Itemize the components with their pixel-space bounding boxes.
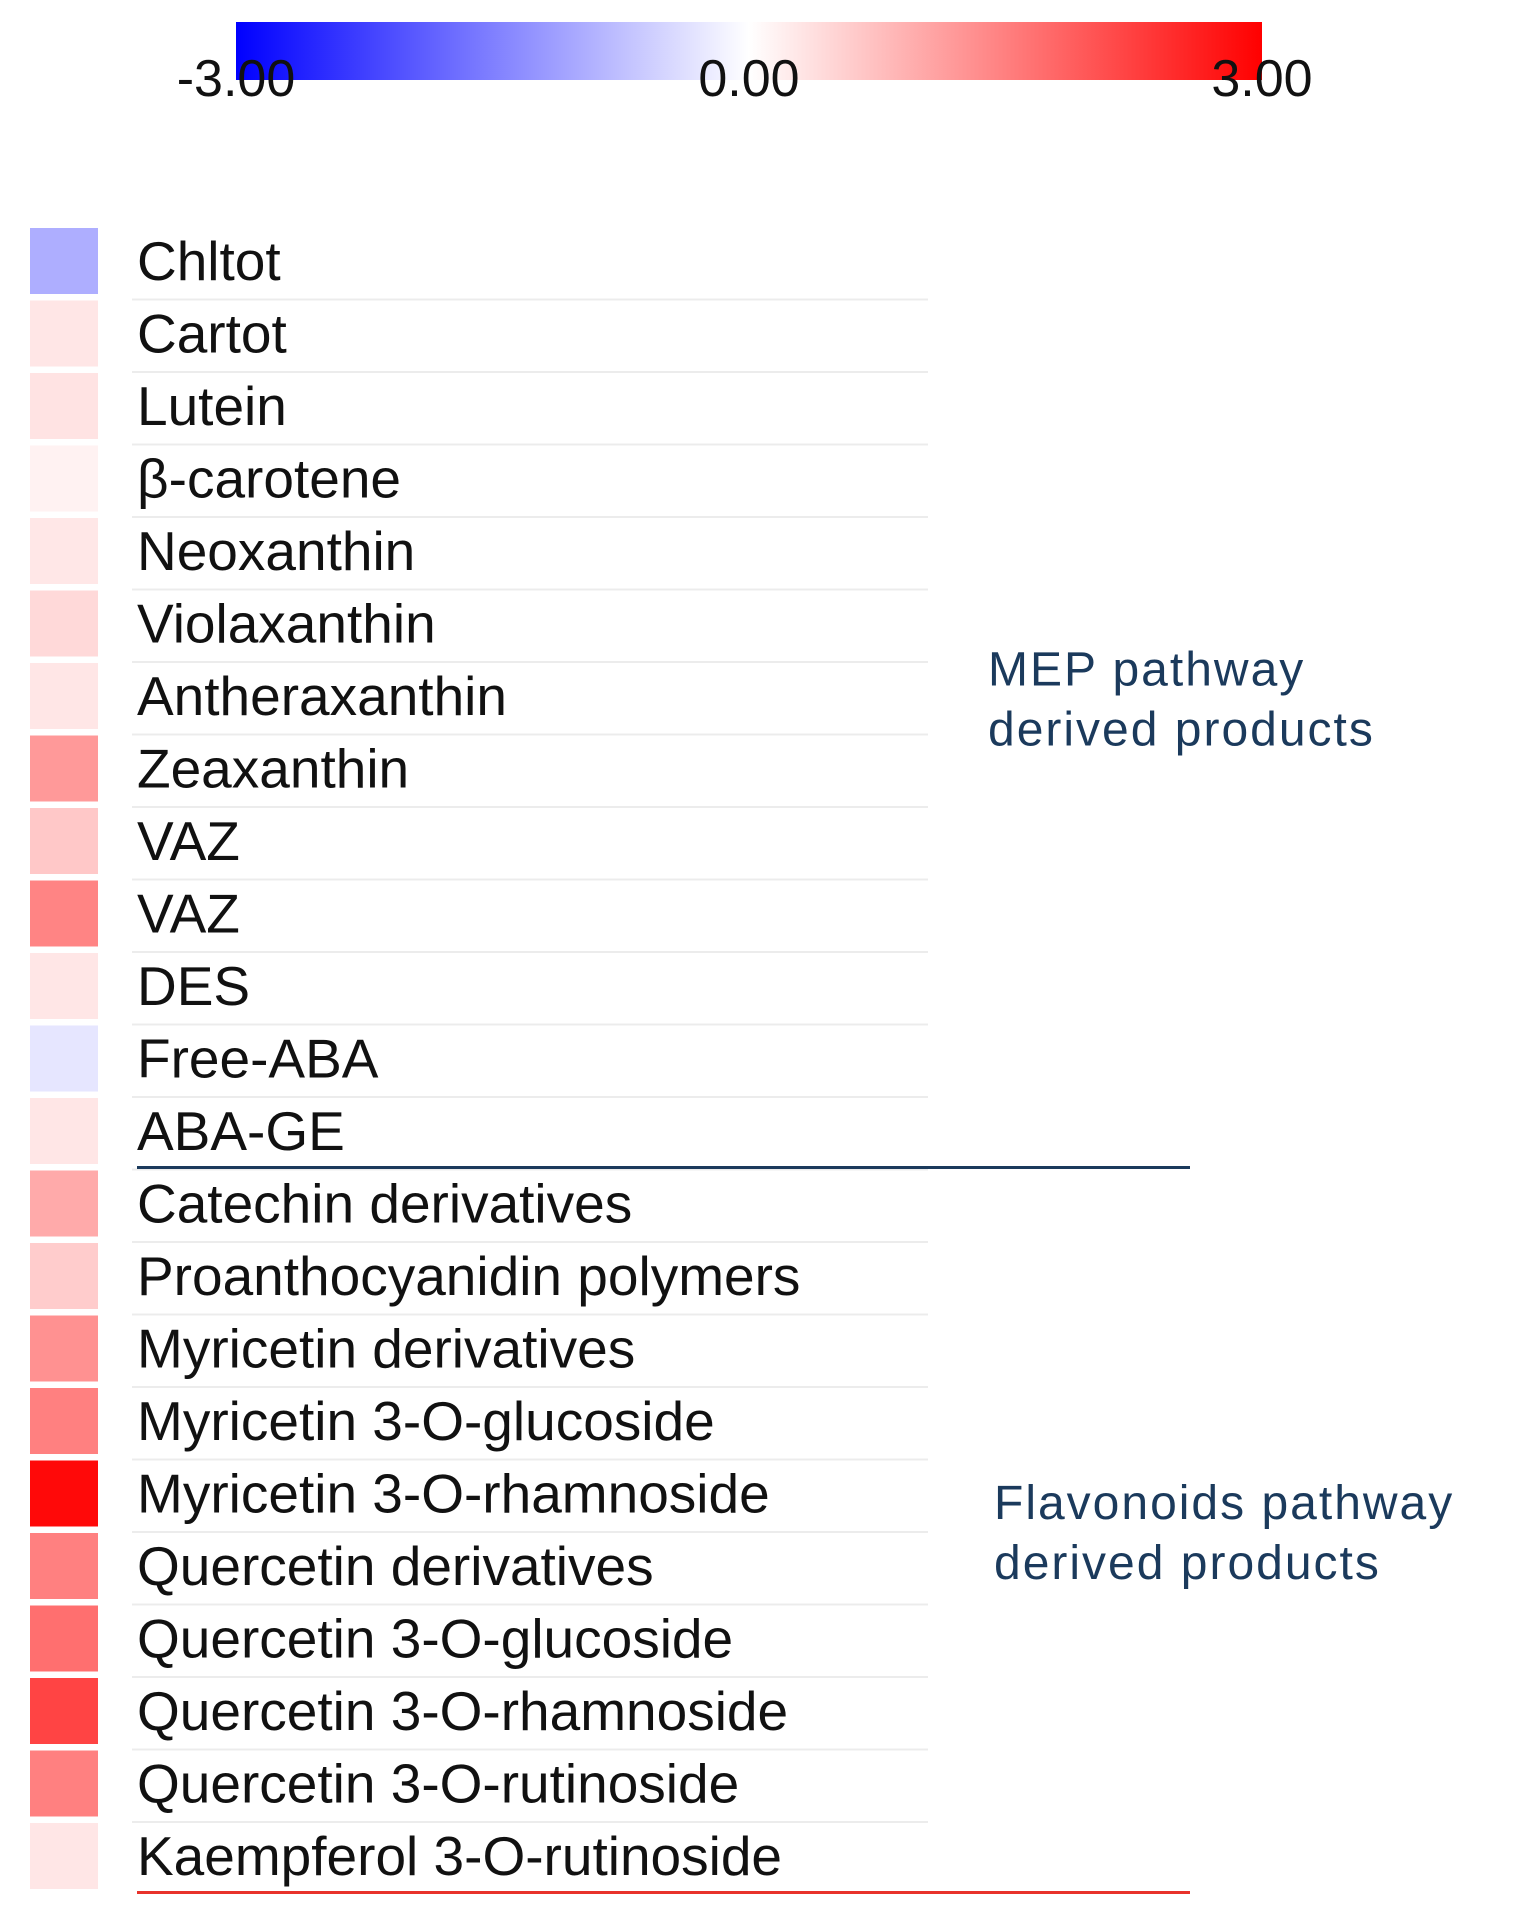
- group-label: derived products: [994, 1537, 1381, 1590]
- row-label: Quercetin 3-O-rutinoside: [137, 1753, 739, 1815]
- heatmap-cell: [30, 1315, 98, 1382]
- heatmap-cell: [30, 1605, 98, 1672]
- colorbar: [236, 22, 1262, 80]
- row-label: Violaxanthin: [137, 593, 436, 655]
- heatmap-cell: [30, 1460, 98, 1527]
- heatmap-cell: [30, 228, 98, 294]
- heatmap-cell: [30, 1025, 98, 1092]
- row-label: Free-ABA: [137, 1028, 379, 1090]
- group-label: Flavonoids pathway: [994, 1477, 1454, 1530]
- row-label: Antheraxanthin: [137, 665, 507, 727]
- heatmap-cell: [30, 373, 98, 439]
- heatmap-cell: [30, 1533, 98, 1599]
- heatmap-cell: [30, 1750, 98, 1817]
- row-label: Proanthocyanidin polymers: [137, 1245, 800, 1307]
- heatmap-cell: [30, 808, 98, 874]
- row-label: DES: [137, 955, 250, 1017]
- row-label: ABA-GE: [137, 1100, 345, 1162]
- row-label: Zeaxanthin: [137, 738, 409, 800]
- heatmap-cell: [30, 590, 98, 657]
- row-label: Neoxanthin: [137, 520, 415, 582]
- row-label: Myricetin derivatives: [137, 1318, 635, 1380]
- heatmap-cell: [30, 1678, 98, 1744]
- heatmap-cell: [30, 1098, 98, 1164]
- row-label: Myricetin 3-O-rhamnoside: [137, 1463, 770, 1525]
- heatmap-cell: [30, 1823, 98, 1889]
- row-label: Myricetin 3-O-glucoside: [137, 1390, 715, 1452]
- group-label: derived products: [988, 703, 1375, 756]
- heatmap-cell: [30, 880, 98, 947]
- row-label: Cartot: [137, 303, 287, 365]
- heatmap-cell: [30, 953, 98, 1019]
- colorbar-tick-min: -3.00: [177, 50, 296, 108]
- group-label: MEP pathway: [988, 643, 1305, 696]
- heatmap-cell: [30, 518, 98, 584]
- heatmap-cell: [30, 1170, 98, 1237]
- row-label: Lutein: [137, 375, 287, 437]
- row-label: Catechin derivatives: [137, 1173, 632, 1235]
- heatmap-cell: [30, 735, 98, 802]
- row-label: Quercetin 3-O-rhamnoside: [137, 1680, 788, 1742]
- heatmap-cell: [30, 1388, 98, 1454]
- row-label: Quercetin 3-O-glucoside: [137, 1608, 733, 1670]
- row-label: VAZ: [137, 883, 240, 945]
- heatmap-cell: [30, 1243, 98, 1309]
- row-label: Quercetin derivatives: [137, 1535, 654, 1597]
- heatmap-cell: [30, 300, 98, 367]
- colorbar-tick-mid: 0.00: [698, 50, 799, 108]
- row-label: Chltot: [137, 230, 281, 292]
- heatmap-cell: [30, 663, 98, 729]
- row-label: VAZ: [137, 810, 240, 872]
- row-label: β-carotene: [137, 448, 401, 510]
- heatmap-cell: [30, 445, 98, 512]
- colorbar-tick-max: 3.00: [1211, 50, 1312, 108]
- row-label: Kaempferol 3-O-rutinoside: [137, 1825, 782, 1887]
